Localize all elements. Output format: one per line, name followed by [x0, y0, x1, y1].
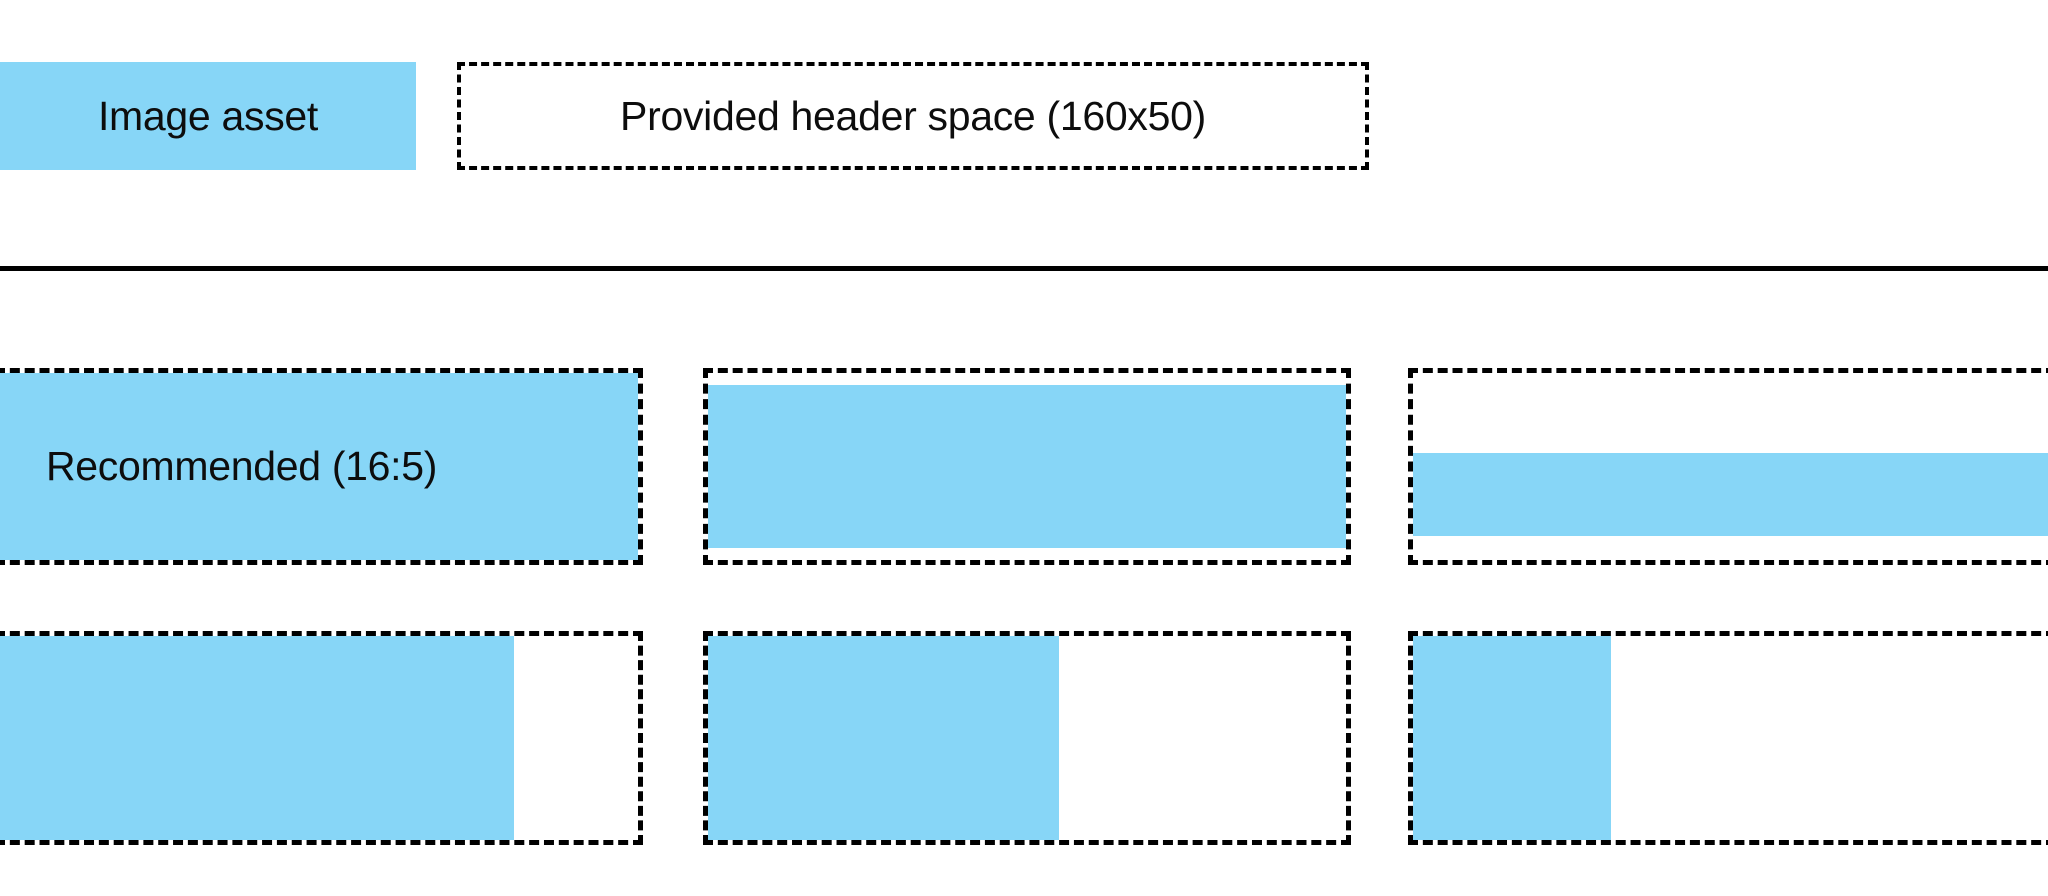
sample-row-recommended: Recommended (16:5) — [0, 368, 2048, 565]
sample-row-spacer — [0, 565, 2048, 631]
sample-row-narrow — [0, 631, 2048, 845]
sample-cell-width-80 — [0, 631, 643, 845]
sample-cell-width-31 — [1408, 631, 2048, 845]
legend-row: Image asset Provided header space (160x5… — [0, 62, 1369, 170]
asset-fill-centered-band — [1413, 453, 2048, 536]
sample-cell-inset-vertical — [703, 368, 1351, 565]
legend-header-space-box: Provided header space (160x50) — [457, 62, 1369, 170]
legend-header-space-label: Provided header space (160x50) — [620, 92, 1206, 139]
sample-grid: Recommended (16:5) — [0, 368, 2048, 845]
asset-fill-full — [0, 373, 638, 560]
legend-image-asset-label: Image asset — [97, 92, 319, 139]
sample-cell-recommended: Recommended (16:5) — [0, 368, 643, 565]
asset-fill-inset-vertical — [708, 385, 1346, 548]
sample-cell-centered-band — [1408, 368, 2048, 565]
section-divider — [0, 266, 2048, 271]
asset-fill-width-55 — [708, 636, 1059, 840]
asset-fill-width-31 — [1413, 636, 1611, 840]
legend-spacer — [416, 62, 457, 170]
asset-fill-width-80 — [0, 636, 514, 840]
legend-image-asset-swatch: Image asset — [0, 62, 416, 170]
sample-cell-width-55 — [703, 631, 1351, 845]
